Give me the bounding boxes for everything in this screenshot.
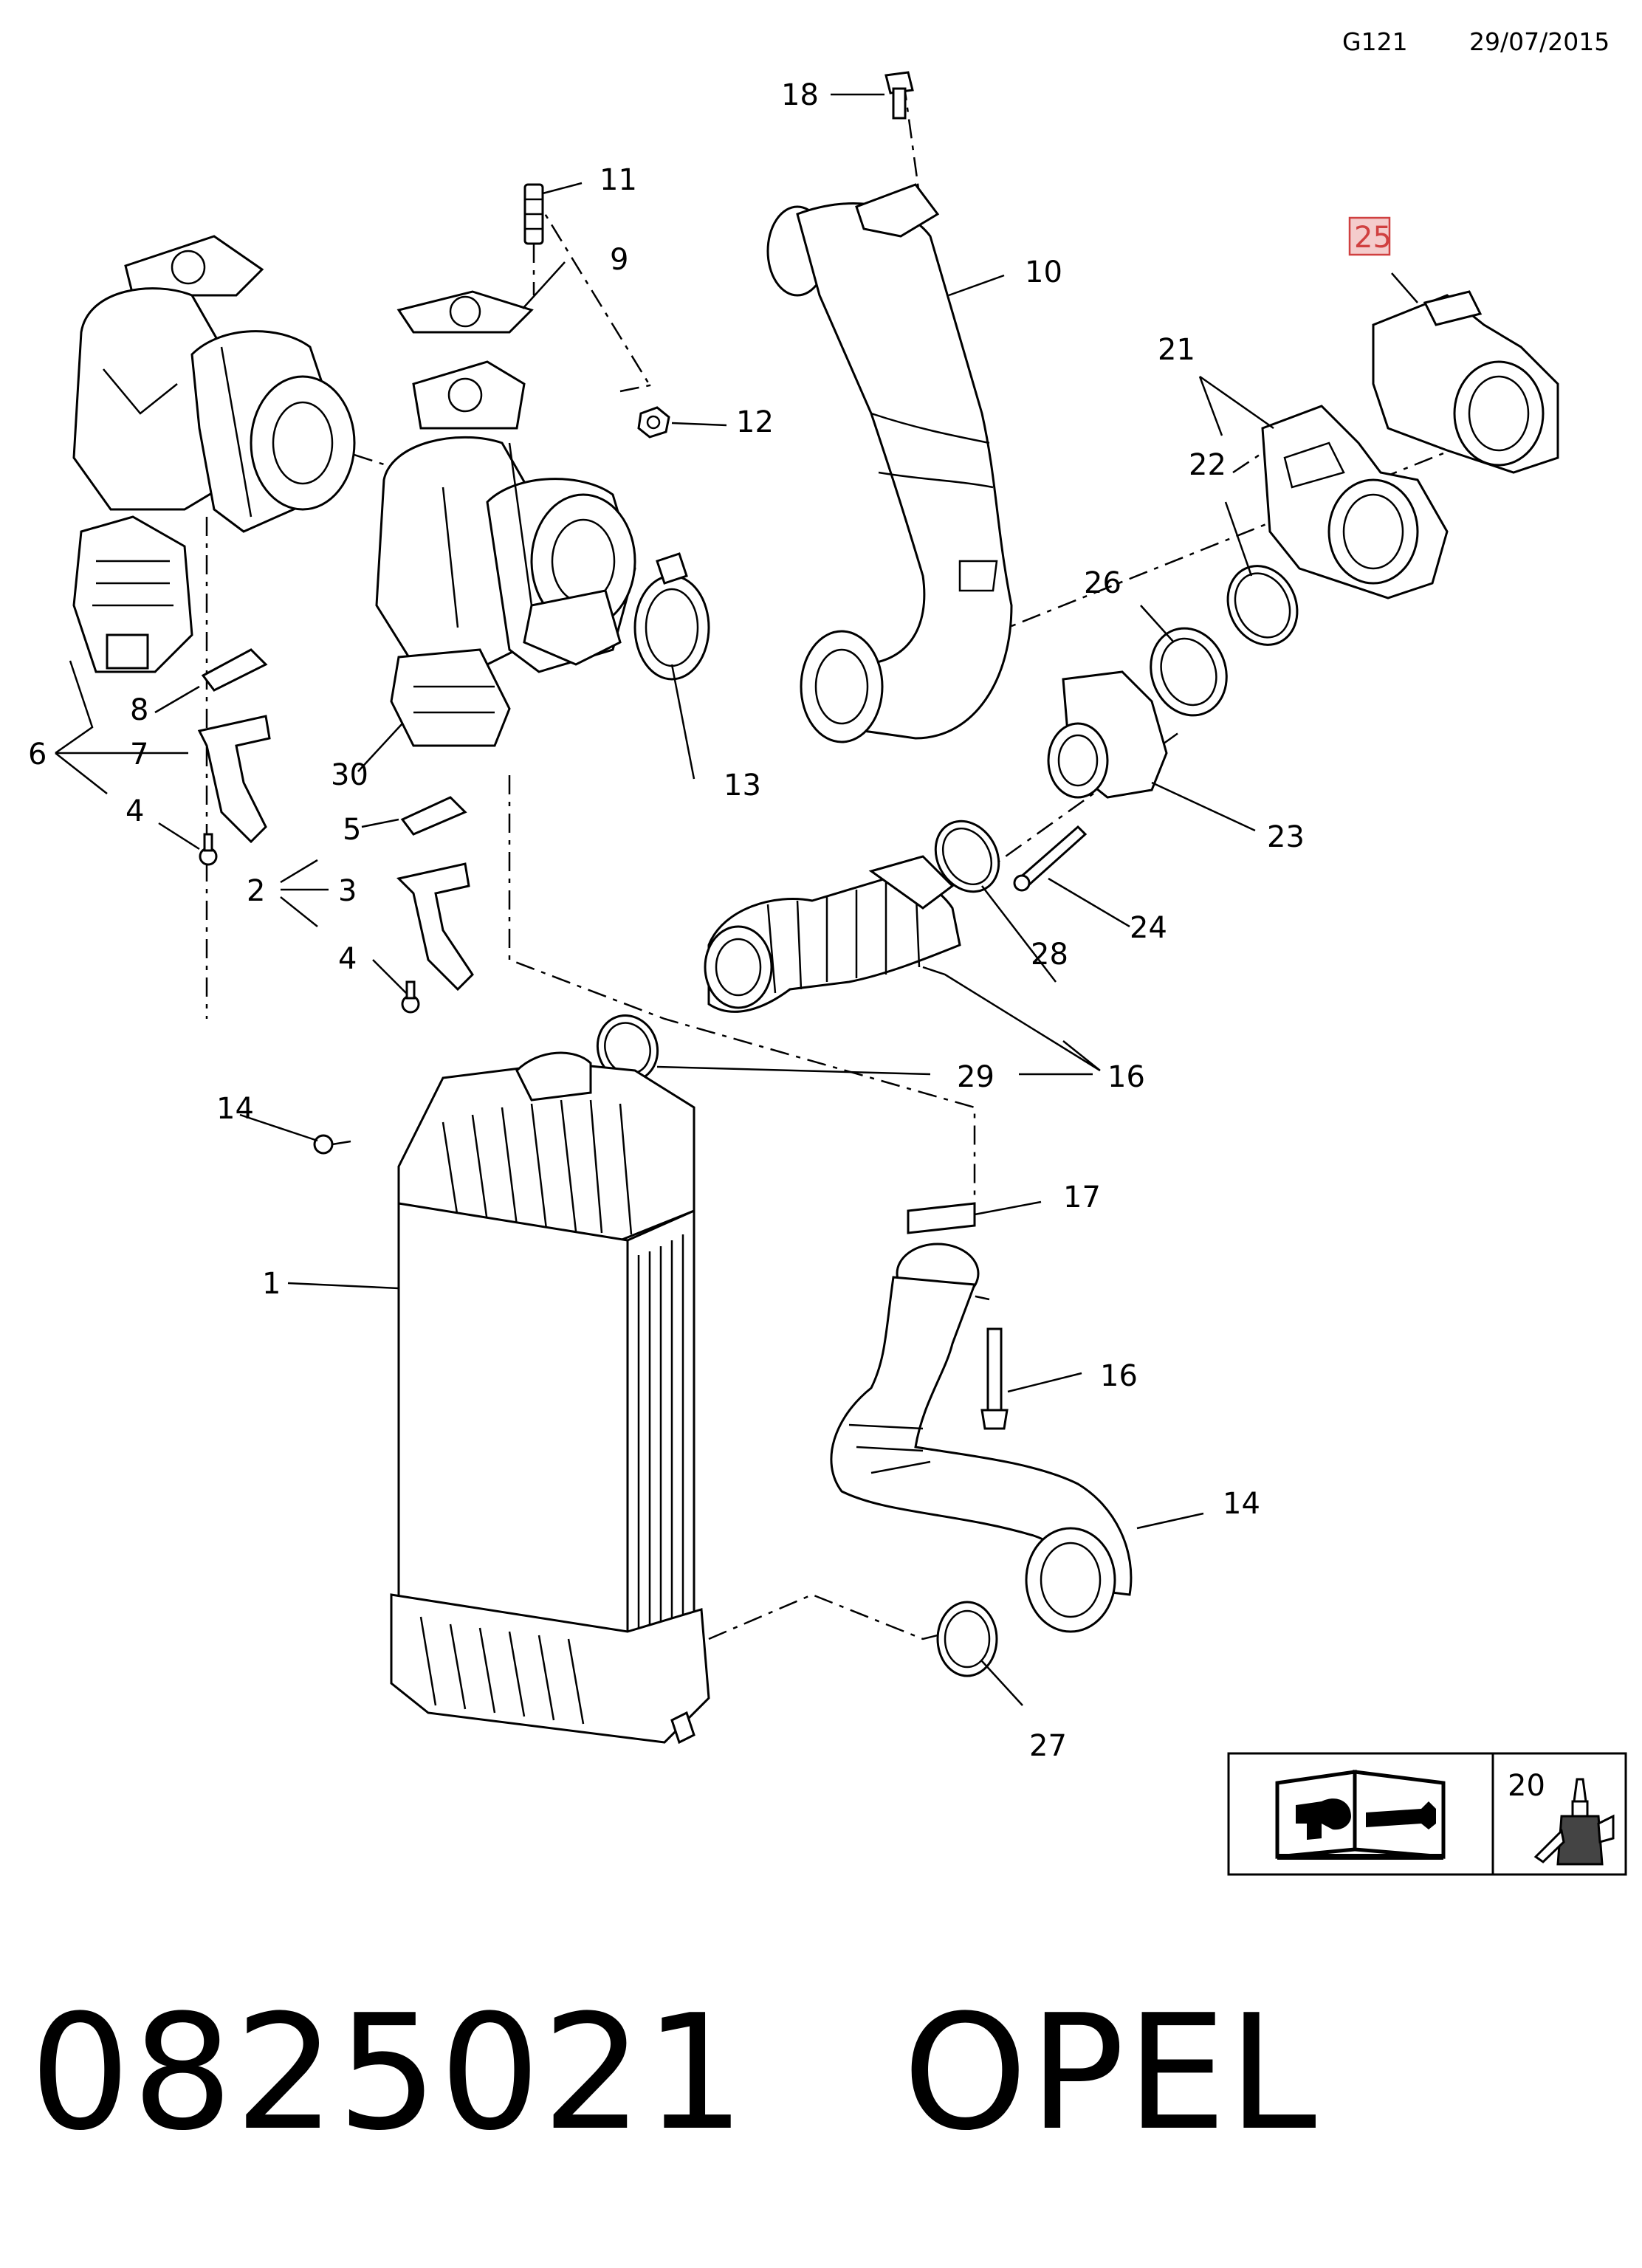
o-ring-28[interactable] <box>923 810 1011 904</box>
callout-22[interactable]: 22 <box>1189 448 1226 482</box>
callout-2[interactable]: 2 <box>247 874 265 908</box>
callout-30[interactable]: 30 <box>331 758 368 792</box>
hose-15[interactable] <box>830 1243 1133 1633</box>
clamp-26[interactable] <box>1138 618 1238 726</box>
callout-18[interactable]: 17 <box>1063 1181 1101 1214</box>
callout-5[interactable]: 5 <box>343 813 361 847</box>
callout-6[interactable]: 6 <box>28 738 47 772</box>
bracket-3[interactable] <box>396 862 474 992</box>
callout-11[interactable]: 12 <box>736 405 774 439</box>
callout-19[interactable]: 18 <box>781 78 819 112</box>
adapter-23[interactable] <box>1047 670 1168 799</box>
throttle-body-25[interactable] <box>1372 290 1559 474</box>
clip-5[interactable] <box>400 796 467 836</box>
manual-book-wrench-icon <box>1275 1770 1446 1860</box>
bolt-24[interactable] <box>1013 825 1088 892</box>
part-number: 0825021 <box>30 1980 747 2165</box>
clip-14[interactable] <box>313 1134 351 1155</box>
catalog-footer: 0825021 OPEL <box>30 1993 1318 2152</box>
clamp-13[interactable] <box>633 552 710 681</box>
callout-20[interactable]: 20 <box>1508 1769 1545 1803</box>
stud-12[interactable] <box>523 183 544 295</box>
callout-21[interactable]: 21 <box>1158 333 1195 367</box>
info-box: 20 <box>1227 1752 1627 1876</box>
callout-17[interactable]: 16 <box>1100 1359 1138 1393</box>
footer-gap <box>747 1980 903 2165</box>
bolt-17[interactable] <box>980 1327 1009 1430</box>
screw-4-lower[interactable] <box>401 980 420 1014</box>
brand-name: OPEL <box>902 1980 1319 2165</box>
sealant-tube-icon <box>1533 1778 1615 1866</box>
clip-18[interactable] <box>907 1202 976 1234</box>
turbocharger-30[interactable] <box>375 360 636 747</box>
screw-4-upper[interactable] <box>199 833 218 866</box>
callout-12[interactable]: 11 <box>600 163 637 197</box>
callout-23[interactable]: 23 <box>1267 820 1305 854</box>
callout-7[interactable]: 7 <box>130 738 148 772</box>
callout-25[interactable]: 25 <box>1354 221 1392 255</box>
intercooler-1[interactable] <box>390 1051 710 1745</box>
nut-11[interactable] <box>637 406 670 439</box>
gasket-9[interactable] <box>396 290 534 334</box>
callout-14[interactable]: 14 <box>216 1092 254 1126</box>
bracket-7[interactable] <box>197 715 271 844</box>
callout-labels: 18 11 9 10 12 25 21 22 26 23 24 28 29 16… <box>28 78 1392 1763</box>
callout-13[interactable]: 13 <box>724 769 761 803</box>
callout-4-lower[interactable]: 4 <box>338 942 357 976</box>
diagram-code: G121 <box>1342 27 1408 56</box>
callout-28[interactable]: 28 <box>1031 938 1068 972</box>
throttle-body-21[interactable] <box>1261 405 1449 599</box>
callout-16[interactable]: 16 <box>1107 1060 1145 1094</box>
callout-1[interactable]: 1 <box>262 1267 281 1301</box>
callout-26[interactable]: 26 <box>1084 566 1121 600</box>
o-ring-27[interactable] <box>936 1601 998 1677</box>
turbocharger-left[interactable] <box>72 235 356 673</box>
clip-8[interactable] <box>201 648 268 692</box>
callout-24[interactable]: 24 <box>1130 911 1167 945</box>
callout-8[interactable]: 8 <box>130 693 148 727</box>
callout-4-upper[interactable]: 4 <box>126 794 144 828</box>
leader-lines <box>55 93 1418 1706</box>
pipe-10[interactable] <box>766 183 1013 743</box>
o-ring-22[interactable] <box>1215 554 1310 656</box>
bolt-19[interactable] <box>884 71 914 120</box>
diagram-date: 29/07/2015 <box>1469 27 1610 56</box>
callout-9[interactable]: 9 <box>610 243 628 277</box>
callout-29[interactable]: 29 <box>957 1060 995 1094</box>
hose-16[interactable] <box>704 855 961 1013</box>
callout-10[interactable]: 10 <box>1025 255 1062 289</box>
callout-15[interactable]: 14 <box>1223 1487 1260 1521</box>
callout-27[interactable]: 27 <box>1029 1729 1067 1763</box>
callout-25-highlight <box>1348 216 1391 256</box>
callout-3[interactable]: 3 <box>338 874 357 908</box>
